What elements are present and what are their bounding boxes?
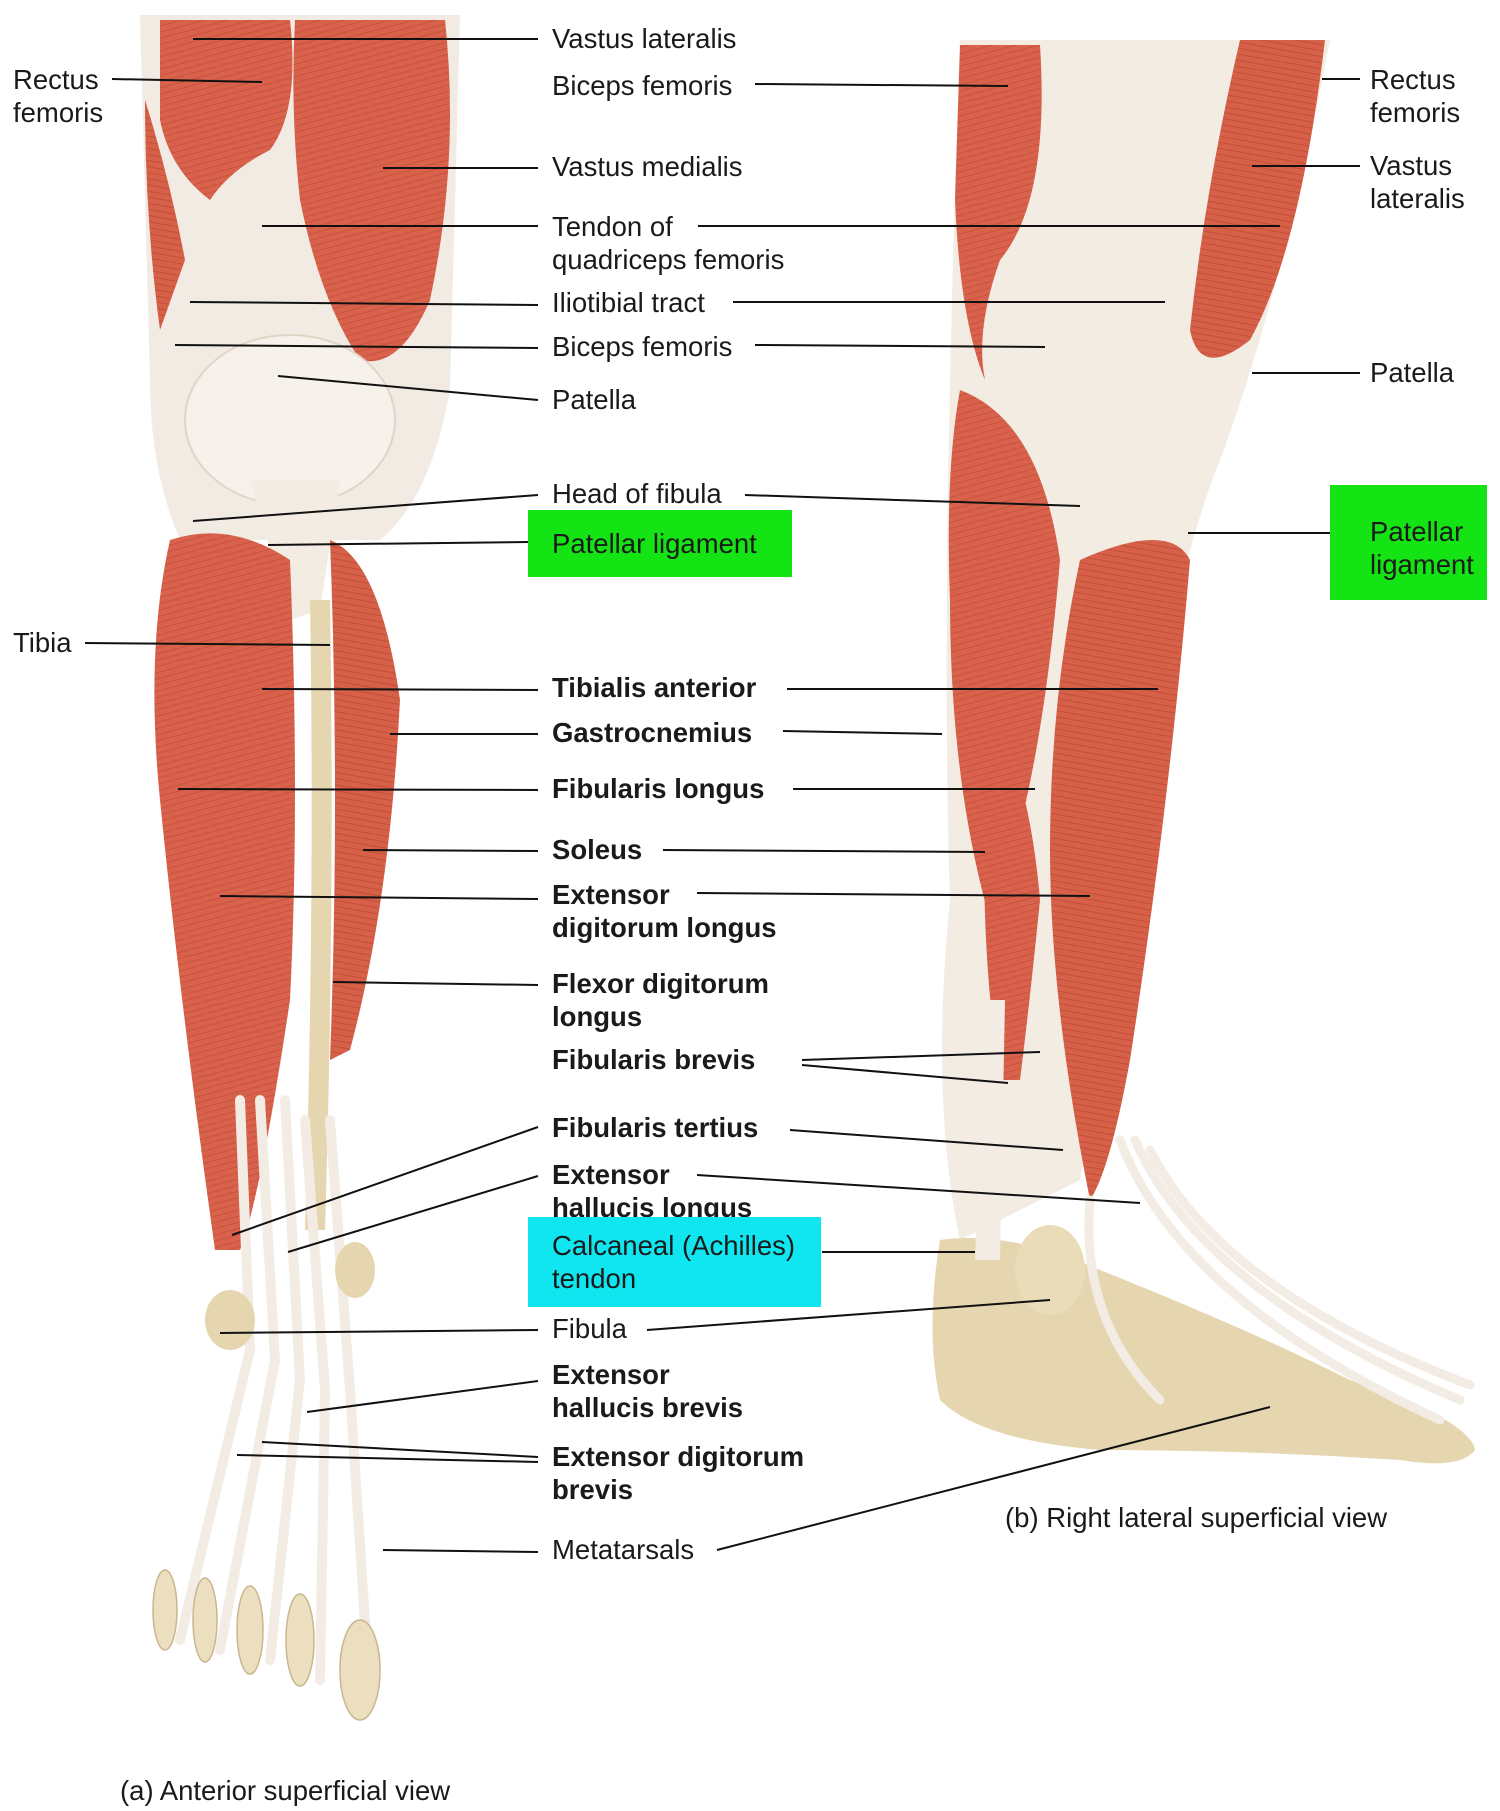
leader-soleus [362,849,539,852]
leader-fibula-right [646,1299,1051,1331]
label-tendon-quadriceps: Tendon of quadriceps femoris [552,211,785,275]
label-rectus-femoris-left: Rectus femoris [13,64,104,128]
leader-metatarsals-left [382,1549,539,1553]
label-biceps-femoris: Biceps femoris [552,331,733,362]
anterior-leg [140,15,460,1721]
leader-fibularis-brevis-a [801,1051,1041,1061]
leader-soleus-right [662,849,986,853]
leader-head-of-fibula [192,494,539,522]
label-flexor-digitorum-longus: Flexor digitorum longus [552,968,769,1032]
label-fibula: Fibula [552,1313,627,1344]
gastrocnemius-muscle [330,540,400,1060]
label-fibularis-tertius: Fibularis tertius [552,1112,759,1143]
label-extensor-digitorum-brevis: Extensor digitorum brevis [552,1441,805,1505]
tibialis-anterior-lateral-muscle [1050,540,1190,1200]
gastrocnemius-lateral-muscle [948,390,1060,920]
leader-extensor-digitorum-brevis-a [261,1441,539,1458]
leader-fibularis-longus [177,788,539,791]
leader-extensor-digitorum-longus [219,895,539,900]
leader-fibularis-tertius-right [789,1129,1064,1151]
rectus-femoris-muscle [160,20,293,200]
leader-fibula-left [219,1329,539,1334]
leader-flexor-digitorum-longus [332,981,539,986]
medial-malleolus [335,1242,375,1298]
label-patellar-ligament-right: Patellar ligament [1330,485,1487,600]
vastus-medialis-muscle [293,20,450,362]
leader-head-of-fibula-right [744,494,1081,507]
label-patellar-ligament-center: Patellar ligament [528,510,792,577]
leader-extensor-hallucis-longus-right [696,1174,1141,1204]
leader-rectus-femoris-left [111,78,263,83]
leader-biceps-femoris [174,344,539,349]
leader-extensor-digitorum-brevis-b [236,1454,539,1463]
anterior-toes [152,1569,381,1721]
label-soleus: Soleus [552,834,643,865]
label-extensor-hallucis-longus: Extensor hallucis longus [552,1159,753,1223]
leader-biceps-femoris-right [754,344,1046,348]
label-extensor-digitorum-longus: Extensor digitorum longus [552,879,777,943]
leader-patella [277,375,539,401]
leader-lines [84,38,1360,1553]
leader-metatarsals-right [716,1406,1271,1551]
label-iliotibial-tract: Iliotibial tract [552,287,705,318]
leader-tibialis-anterior [261,688,539,691]
leader-fibularis-tertius [231,1126,539,1236]
soleus-muscle [984,700,1040,1080]
label-patella-right: Patella [1370,357,1455,388]
leader-biceps-femoris-top [754,83,1009,87]
lateral-malleolus-right [1015,1225,1085,1315]
lateral-malleolus [205,1290,255,1350]
leader-extensor-digitorum-longus-right [696,892,1091,897]
patella-shape [184,334,396,506]
label-tibialis-anterior: Tibialis anterior [552,672,757,703]
leader-patellar-ligament [267,541,529,546]
anterior-tendons [175,1095,375,1705]
caption-lateral: (b) Right lateral superficial view [1005,1502,1388,1533]
lateral-tendons [1084,1135,1475,1425]
achilles-tendon-shape [975,1000,1005,1260]
tibia-bone [305,600,332,1230]
label-tibia: Tibia [13,627,72,658]
vastus-lateralis-muscle [145,100,185,330]
leader-gastrocnemius-right [782,730,943,735]
tibialis-anterior-muscle [154,533,295,1250]
label-calcaneal-tendon: Calcaneal (Achilles) tendon [528,1217,821,1307]
leader-iliotibial-tract [189,301,539,306]
label-rectus-femoris-right: Rectus femoris [1370,64,1461,128]
label-vastus-medialis: Vastus medialis [552,151,743,182]
label-metatarsals: Metatarsals [552,1534,695,1565]
leader-extensor-hallucis-brevis [306,1380,539,1413]
label-patella-center: Patella [552,384,637,415]
leader-tibia [84,642,331,646]
label-head-of-fibula: Head of fibula [552,478,722,509]
label-extensor-hallucis-brevis: Extensor hallucis brevis [552,1359,744,1423]
vastus-lateralis-right-muscle [1190,40,1325,358]
leader-fibularis-brevis-b [801,1064,1009,1084]
leader-extensor-hallucis-longus [287,1175,539,1253]
caption-anterior: (a) Anterior superficial view [120,1775,451,1806]
lateral-leg [932,40,1475,1464]
biceps-femoris-muscle [955,45,1042,380]
label-vastus-lateralis-right: Vastus lateralis [1370,150,1465,214]
label-vastus-lateralis: Vastus lateralis [552,23,737,54]
label-biceps-femoris-top: Biceps femoris [552,70,733,101]
label-fibularis-longus: Fibularis longus [552,773,765,804]
label-gastrocnemius: Gastrocnemius [552,717,753,748]
label-fibularis-brevis: Fibularis brevis [552,1044,756,1075]
